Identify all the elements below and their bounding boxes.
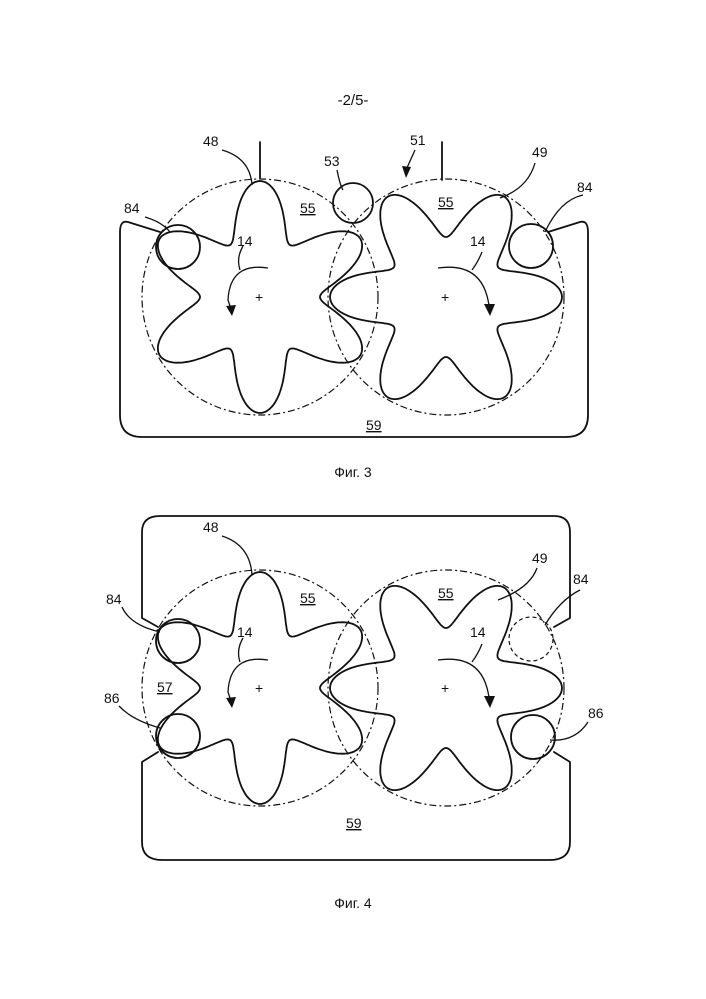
label-14-right: 14 — [470, 233, 486, 249]
ball-86-right — [511, 715, 555, 759]
arrowhead-51 — [402, 166, 411, 178]
label-84-left: 84 — [124, 200, 140, 216]
leader-84-left — [122, 607, 160, 632]
ball-86-left — [156, 714, 200, 758]
label-48: 48 — [203, 133, 219, 149]
leader-49 — [498, 568, 537, 600]
label-84-right: 84 — [577, 179, 593, 195]
ball-84-right — [509, 224, 553, 268]
label-14-left: 14 — [237, 624, 253, 640]
rotation-arrowhead-left — [226, 305, 236, 316]
label-55-right: 55 — [438, 194, 454, 210]
leader-14-left — [239, 638, 243, 662]
label-49: 49 — [532, 550, 548, 566]
center-mark-right: + — [441, 289, 449, 305]
center-mark-right: + — [441, 680, 449, 696]
ball-53 — [333, 183, 373, 223]
leader-48 — [222, 536, 252, 575]
figure-3-caption: Фиг. 3 — [0, 464, 706, 480]
rotation-arrowhead-right — [484, 304, 495, 316]
label-53: 53 — [324, 153, 340, 169]
label-57: 57 — [157, 679, 173, 695]
center-mark-left: + — [255, 680, 263, 696]
label-14-right: 14 — [470, 624, 486, 640]
ball-84-left — [156, 619, 200, 663]
figure-3-drawing: + + 48 49 51 53 55 55 14 14 84 84 59 — [0, 120, 706, 460]
figure-4-caption: Фиг. 4 — [0, 895, 706, 911]
label-14-left: 14 — [237, 233, 253, 249]
leader-14-left — [239, 246, 243, 270]
label-84-right: 84 — [573, 571, 589, 587]
leader-84-left — [145, 217, 170, 232]
label-49: 49 — [532, 144, 548, 160]
label-84-left: 84 — [106, 591, 122, 607]
label-48: 48 — [203, 519, 219, 535]
label-55-left: 55 — [300, 200, 316, 216]
label-86-right: 86 — [588, 705, 604, 721]
leader-84-right — [545, 590, 580, 625]
leader-14-right — [472, 252, 482, 270]
housing-lower — [142, 752, 570, 860]
figure-4-drawing: + + 48 49 55 55 14 14 84 86 84 86 57 59 — [0, 505, 706, 885]
page-number: -2/5- — [0, 92, 706, 109]
label-51: 51 — [410, 132, 426, 148]
label-55-left: 55 — [300, 590, 316, 606]
rotation-arrowhead-right — [484, 696, 495, 708]
rotation-arrowhead-left — [226, 697, 236, 708]
label-59: 59 — [346, 815, 362, 831]
label-59: 59 — [366, 417, 382, 433]
label-55-right: 55 — [438, 585, 454, 601]
center-mark-left: + — [255, 289, 263, 305]
leader-14-right — [472, 644, 482, 662]
label-86-left: 86 — [104, 690, 120, 706]
leader-86-left — [119, 706, 160, 728]
leader-49 — [500, 163, 535, 198]
